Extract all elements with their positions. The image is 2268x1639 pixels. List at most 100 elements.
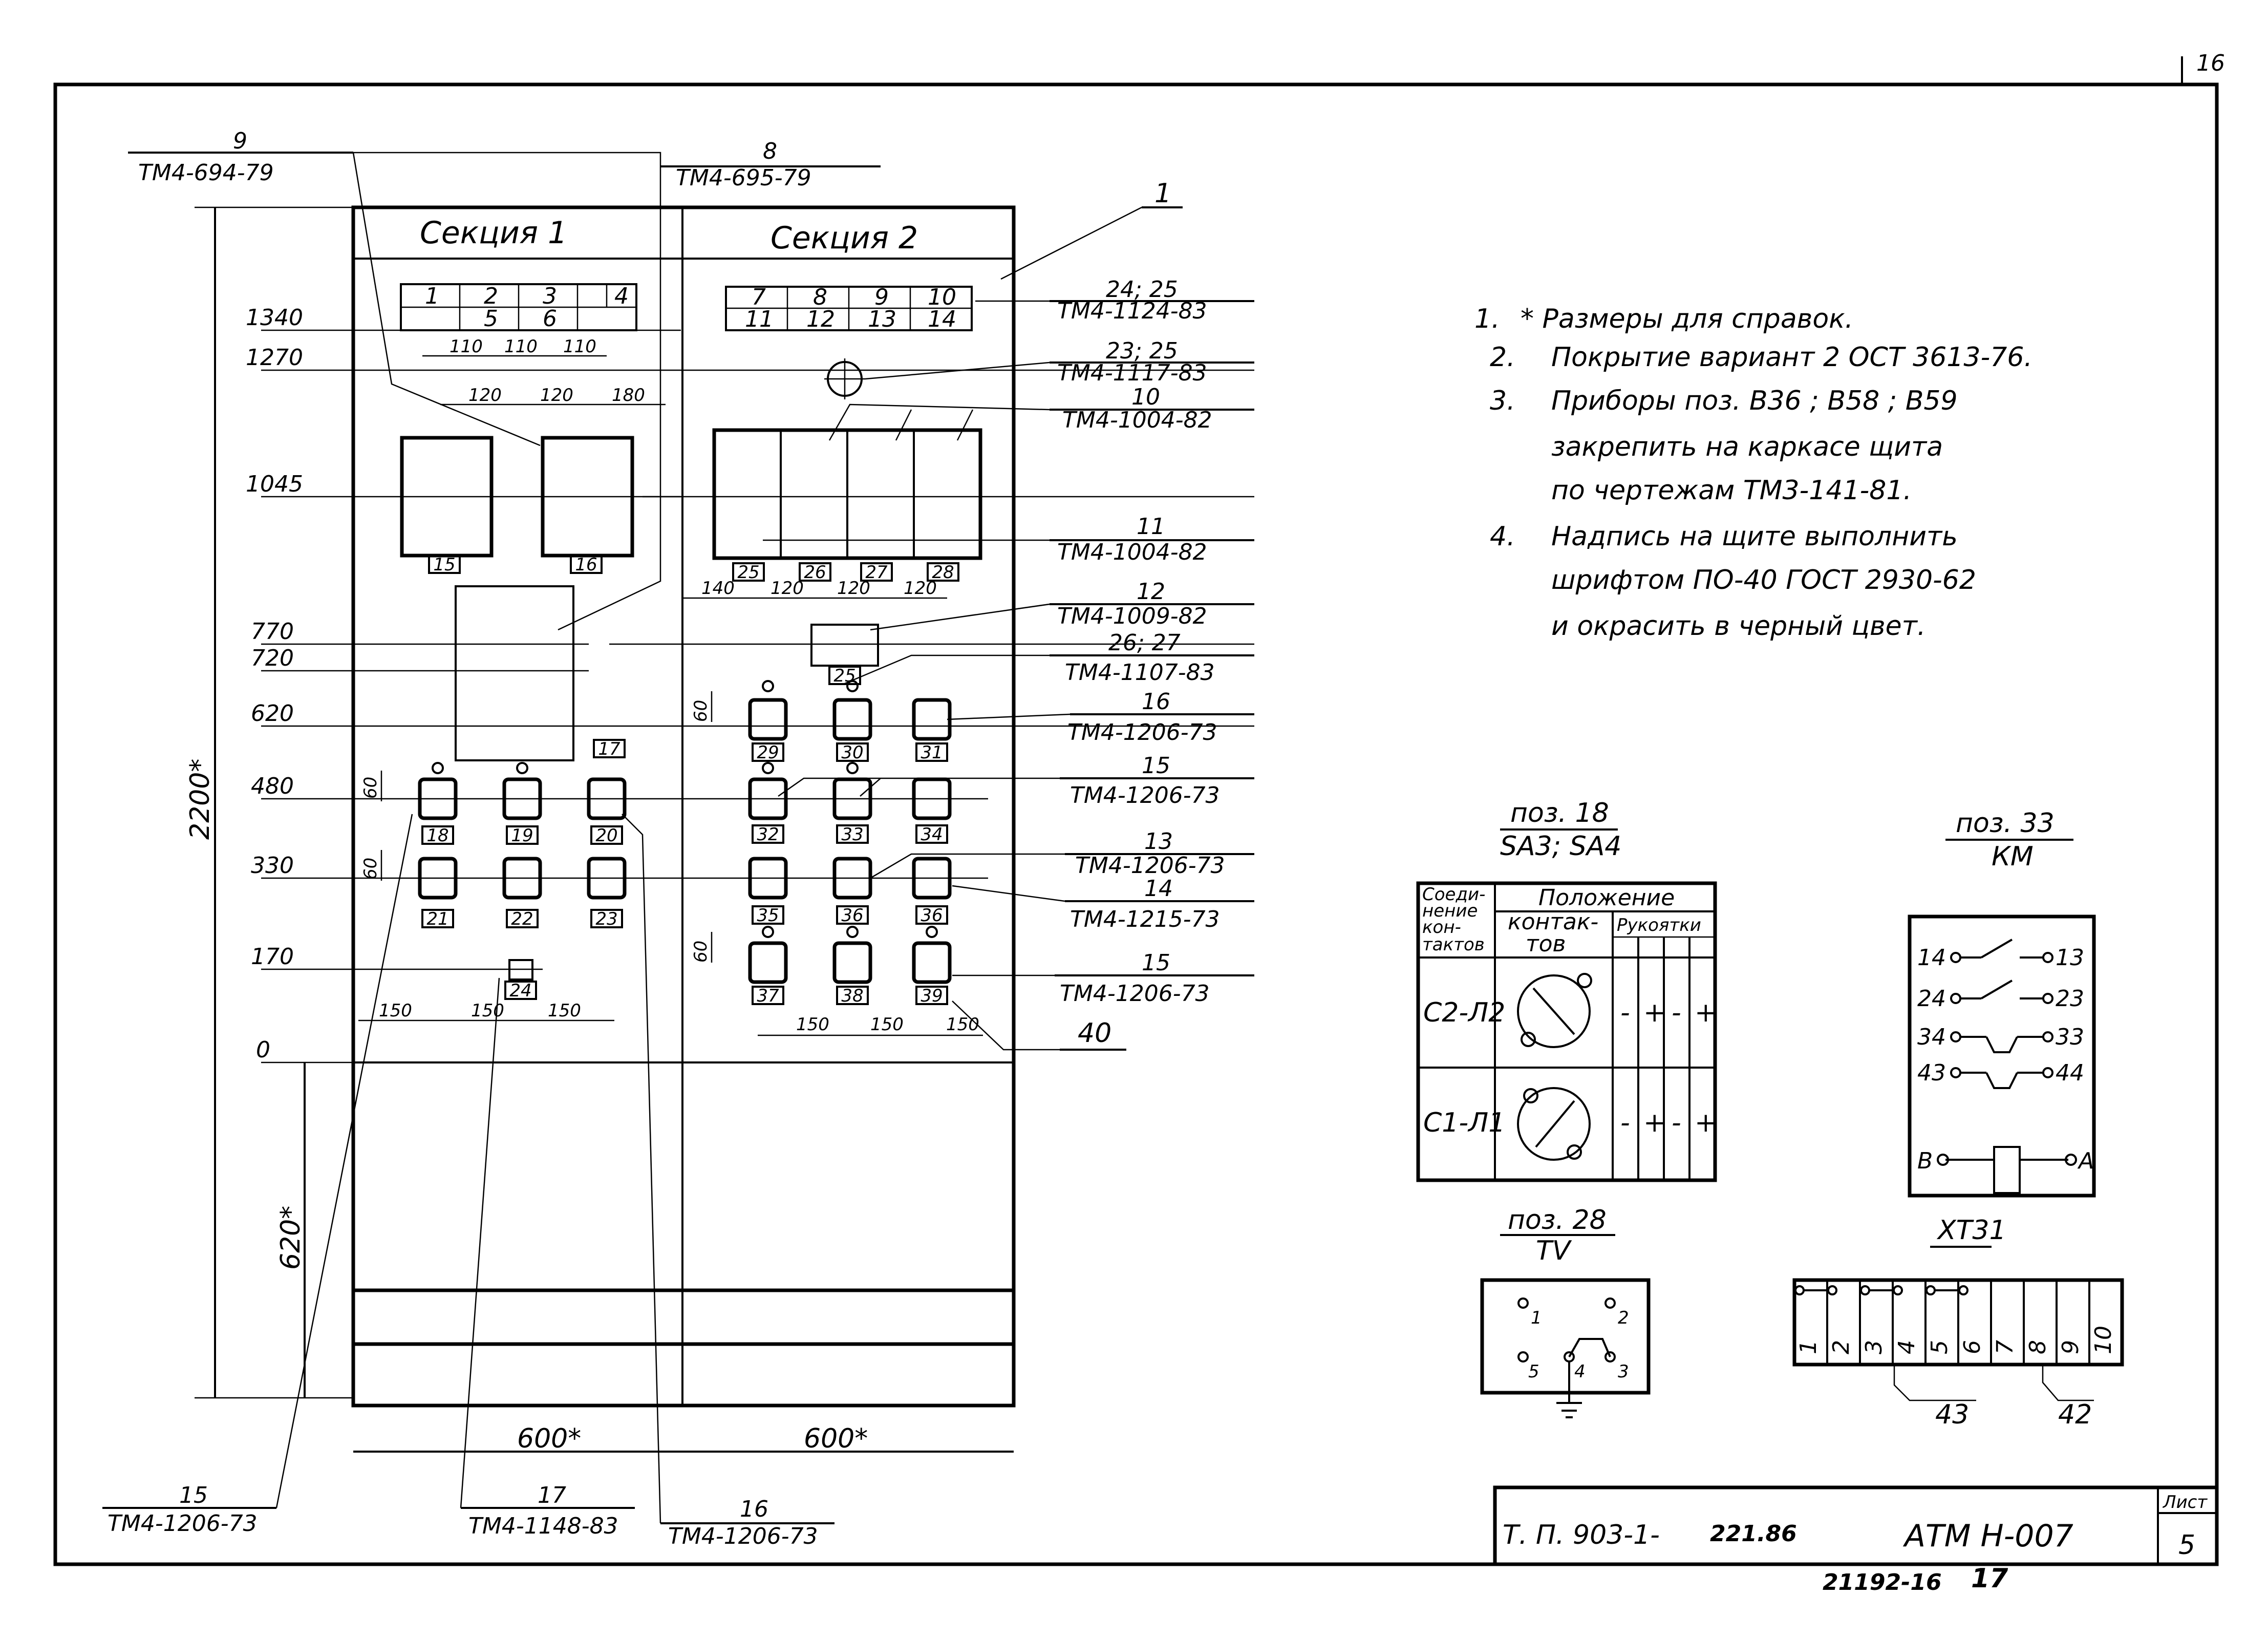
device-tag: 19 — [511, 825, 533, 846]
grid-cell: 8 — [813, 284, 827, 310]
level-480: 480 — [251, 773, 294, 799]
device-tag: 25 — [737, 562, 759, 583]
dim: 120 — [540, 385, 573, 406]
terminal: 1 — [1531, 1308, 1542, 1328]
xt31-cell: 3 — [1861, 1340, 1887, 1354]
xt31-cell: 4 — [1894, 1340, 1920, 1354]
device-tag-frame — [836, 824, 869, 844]
callout-code: ТМ4-1004-82 — [1062, 407, 1212, 433]
mount-point — [762, 926, 774, 938]
device-tag: 29 — [757, 742, 779, 763]
row-label: С2-Л2 — [1423, 997, 1505, 1028]
switch-box — [748, 941, 788, 984]
xt31-cell: 5 — [1927, 1340, 1953, 1354]
contact-right: 23 — [2056, 986, 2084, 1012]
coil — [1993, 1146, 2021, 1194]
mark: + — [1695, 997, 1717, 1028]
note-3-line: Приборы поз. В36 ; В58 ; В59 — [1551, 386, 1958, 416]
callout-code: ТМ4-1206-73 — [1067, 719, 1217, 746]
callout-num: 24; 25 — [1106, 276, 1178, 303]
device-tag: 36 — [841, 905, 863, 926]
instrument-25-small — [810, 624, 879, 667]
callout-num: 15 — [1142, 950, 1170, 976]
callout-num: 15 — [179, 1482, 208, 1508]
switch-box — [832, 698, 872, 741]
device-tag: 34 — [921, 824, 943, 845]
callout-code: ТМ4-1117-83 — [1057, 360, 1207, 386]
contact-right: 13 — [2056, 945, 2084, 971]
xt31-bottom-right: 42 — [2058, 1399, 2092, 1430]
xt31-cell: 2 — [1828, 1340, 1854, 1354]
device-tag-frame — [836, 986, 869, 1005]
xt31-cell: 9 — [2058, 1340, 2084, 1354]
pos28-title: поз. 28 — [1508, 1205, 1607, 1236]
device-tag-frame — [593, 739, 626, 758]
xt31-bottom-left: 43 — [1935, 1399, 1969, 1430]
dim-60-b: 60 — [360, 858, 381, 880]
dim: 110 — [450, 336, 483, 357]
switch-symbol — [1517, 974, 1591, 1048]
callout-num: 1 — [1154, 178, 1171, 209]
callout-code: ТМ4-694-79 — [138, 160, 274, 186]
width-section-1: 600* — [517, 1423, 581, 1454]
xt31-cell: 7 — [1992, 1340, 2018, 1354]
table-head: тактов — [1422, 934, 1485, 955]
device-tag: 15 — [433, 555, 455, 575]
note-4-line: Надпись на щите выполнить — [1551, 521, 1958, 552]
contact-right: 44 — [2056, 1060, 2084, 1086]
device-tag-frame — [860, 562, 893, 582]
switch-box — [748, 777, 788, 820]
callout-num: 40 — [1078, 1018, 1111, 1049]
device-tag: 27 — [865, 562, 888, 583]
section-1-label-grid: 1 2 3 4 5 6 — [400, 283, 637, 332]
note-4-line: и окрасить в черный цвет. — [1551, 611, 1925, 642]
callout-code: ТМ4-1148-83 — [468, 1513, 618, 1539]
terminal: 2 — [1618, 1308, 1629, 1328]
device-tag: 25 — [833, 666, 855, 686]
callout-code: ТМ4-1206-73 — [668, 1523, 818, 1549]
callout-code: ТМ4-1215-73 — [1070, 906, 1220, 932]
grid-cell: 3 — [543, 283, 557, 309]
device-tag-frame — [752, 986, 784, 1005]
dim: 120 — [771, 578, 804, 599]
sheet-frame — [53, 82, 2219, 1566]
stamp-right: 17 — [1971, 1563, 2008, 1594]
device-tag-frame — [428, 555, 461, 574]
grid-cell: 5 — [484, 306, 498, 332]
grid-cell: 4 — [614, 283, 629, 309]
device-tag-frame — [915, 824, 948, 844]
device-tag: 33 — [841, 824, 863, 845]
callout-num: 16 — [740, 1496, 768, 1522]
device-tag: 30 — [841, 742, 863, 763]
device-tag: 16 — [575, 555, 597, 575]
mount-point — [926, 926, 938, 938]
callout-num: 17 — [538, 1482, 566, 1508]
device-tag-frame — [828, 666, 861, 685]
grid-cell: 14 — [928, 306, 956, 332]
table-head: контак- — [1508, 909, 1598, 935]
switch-box — [587, 777, 627, 820]
terminal: 5 — [1528, 1361, 1539, 1382]
pos33-subtitle: КМ — [1992, 841, 2034, 872]
mount-point — [762, 762, 774, 774]
switch-box — [912, 698, 952, 741]
device-tag: 17 — [598, 739, 621, 759]
contact-left: 24 — [1917, 986, 1946, 1012]
xt31-cell: 6 — [1959, 1340, 1985, 1354]
device-tag: 20 — [595, 825, 617, 846]
mark: + — [1695, 1108, 1717, 1138]
device-tag-frame — [570, 555, 603, 574]
grid-cell: 13 — [868, 306, 896, 332]
callout-code: ТМ4-1107-83 — [1065, 659, 1215, 686]
level-170: 170 — [251, 944, 294, 970]
callout-num: 11 — [1137, 514, 1165, 540]
callout-num: 14 — [1144, 876, 1173, 902]
dim: 140 — [701, 578, 735, 599]
device-tag: 21 — [426, 909, 448, 929]
project-code-handwritten: 221.86 — [1710, 1521, 1797, 1547]
contact-right: 33 — [2056, 1024, 2084, 1050]
mark: - — [1620, 1108, 1630, 1138]
height-total: 2200* — [185, 759, 216, 840]
xt31-cell: 1 — [1795, 1340, 1822, 1354]
